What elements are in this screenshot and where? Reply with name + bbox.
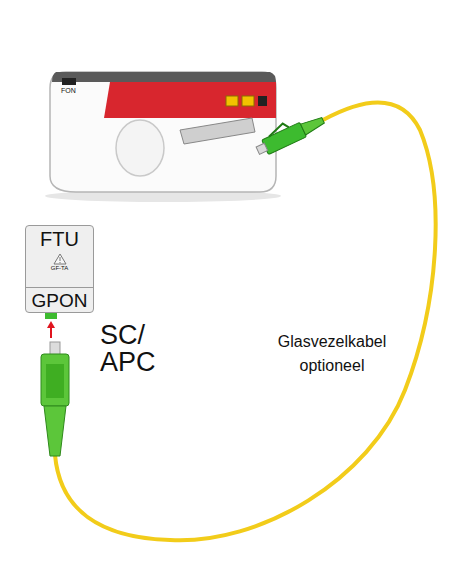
ftu-port	[45, 313, 57, 319]
warning-mark	[59, 257, 60, 261]
router-red-band	[104, 82, 276, 118]
lc-body	[262, 122, 307, 154]
router-illustration	[45, 72, 281, 202]
warning-triangle	[54, 254, 66, 264]
box-heading: FTU	[26, 226, 93, 251]
router-body	[50, 72, 276, 192]
insert-arrowhead	[47, 321, 55, 328]
sc-body	[41, 354, 69, 406]
fiber-cable	[55, 103, 436, 541]
sfp-module	[180, 118, 255, 144]
fon-port	[62, 78, 76, 85]
ftu-box: FTU GF-TA GPON	[25, 225, 94, 313]
lc-latch	[266, 122, 288, 137]
lc-boot	[301, 115, 326, 135]
port-label: FON	[61, 87, 91, 94]
sc-apc-connector	[41, 342, 69, 456]
sc-boot	[44, 406, 66, 456]
sc-body-inner	[46, 364, 64, 398]
router-dial	[116, 120, 164, 176]
small-print: GF-TA	[26, 265, 93, 272]
lan-port	[242, 96, 254, 106]
insert-arrow	[50, 327, 52, 338]
laser-warning-symbol	[53, 253, 67, 265]
connector-label: SC/ APC	[100, 322, 166, 376]
box-footer: GPON	[26, 287, 93, 312]
lc-apc-connector	[252, 108, 327, 158]
power-port	[258, 96, 267, 106]
router-top-strip	[52, 72, 276, 82]
sc-ferrule	[50, 342, 60, 355]
cable-note: Glasvezelkabel optioneel	[262, 330, 402, 378]
lan-port	[226, 96, 238, 106]
warning-dot	[59, 262, 60, 263]
lc-ferrule	[256, 143, 268, 154]
